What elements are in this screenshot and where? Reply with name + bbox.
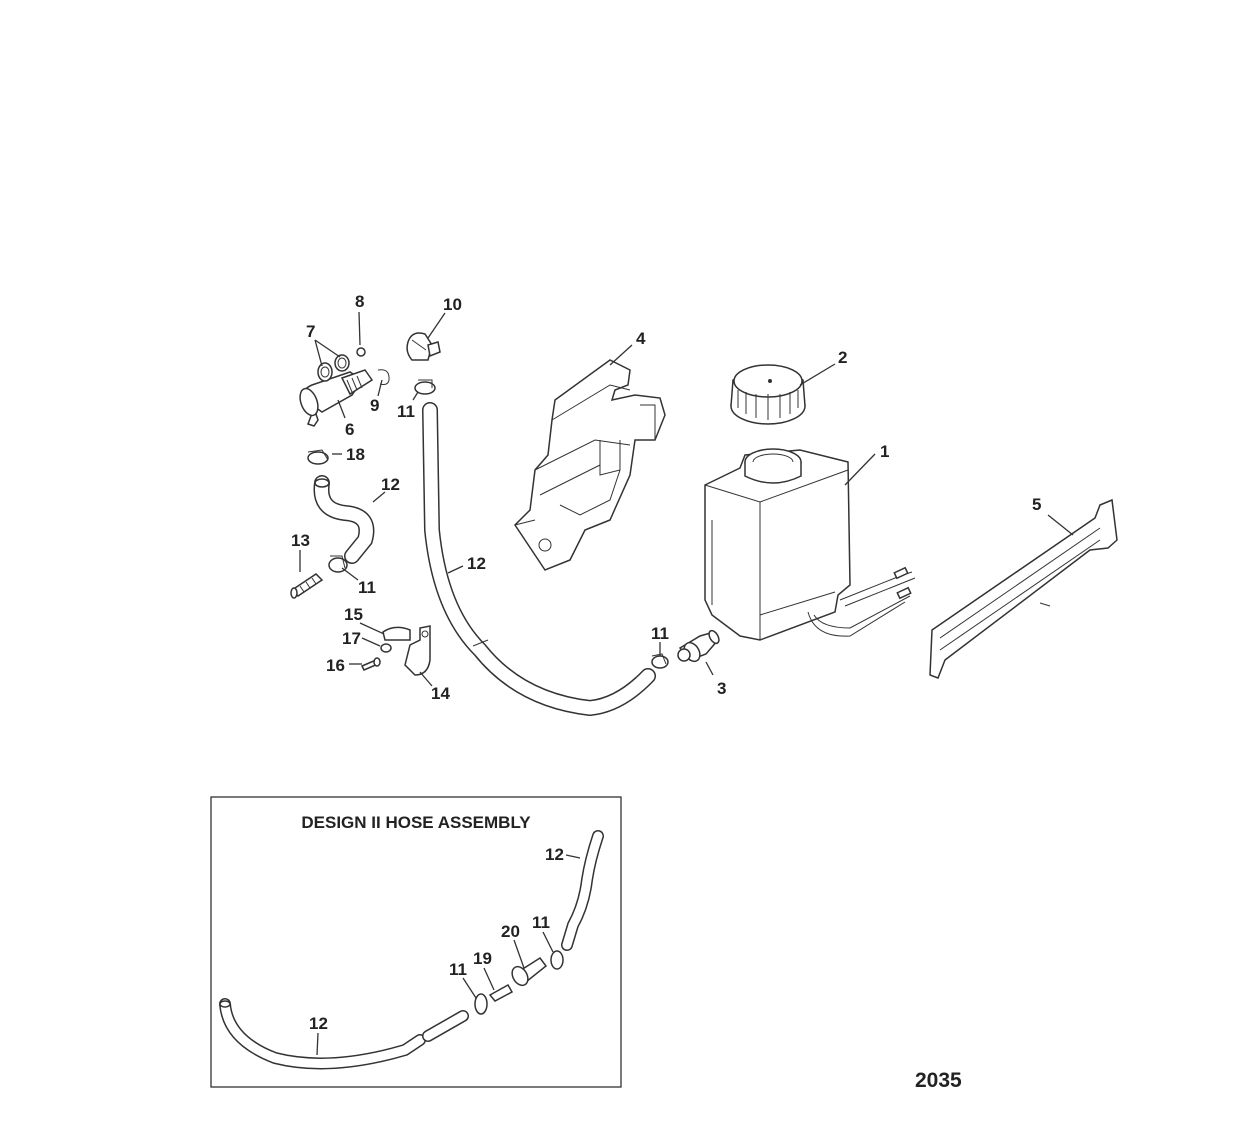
inset-callout-12-bottom: 12: [309, 1014, 328, 1033]
hose-clamp-right: [651, 653, 669, 669]
inset-callout-11-left: 11: [449, 960, 467, 979]
tank-strap: [929, 498, 1118, 679]
inset-callout-11-right: 11: [532, 913, 550, 932]
callout-1: 1: [880, 442, 889, 461]
elbow-fitting: [299, 369, 374, 427]
callout-12-short: 12: [381, 475, 400, 494]
callout-3: 3: [717, 679, 726, 698]
callout-9: 9: [370, 396, 379, 415]
callout-14: 14: [431, 684, 450, 703]
tank-cap: [730, 364, 806, 425]
o-rings: [317, 354, 350, 382]
oil-tank: [704, 448, 916, 641]
callout-15: 15: [344, 605, 363, 624]
callout-10: 10: [443, 295, 462, 314]
callout-5: 5: [1032, 495, 1041, 514]
callout-7: 7: [306, 322, 315, 341]
callout-12-long: 12: [467, 554, 486, 573]
callout-8: 8: [355, 292, 364, 311]
long-hose: [422, 402, 656, 717]
p-clip: [404, 625, 431, 676]
callout-16: 16: [326, 656, 345, 675]
clamp-18: [307, 449, 329, 465]
hose-clamp-top: [414, 379, 436, 395]
callout-18: 18: [346, 445, 365, 464]
callout-11-top: 11: [397, 402, 415, 421]
screw-16: [360, 657, 381, 671]
leader-lines: [299, 311, 1074, 687]
design-ii-inset: DESIGN II HOSE ASSEMBLY 12 11 20 19 11 1…: [210, 796, 622, 1088]
molded-hose-short: [313, 475, 375, 564]
callout-11-mid: 11: [358, 578, 376, 597]
inset-callout-12-top: 12: [545, 845, 564, 864]
callout-13: 13: [291, 531, 310, 550]
inset-callout-19: 19: [473, 949, 492, 968]
callout-17: 17: [342, 629, 361, 648]
tank-fitting: [677, 629, 720, 663]
callout-11-right: 11: [651, 624, 669, 643]
callout-6: 6: [345, 420, 354, 439]
tank-bracket: [514, 359, 666, 571]
washer-8: [356, 347, 366, 357]
inset-callout-20: 20: [501, 922, 520, 941]
clip-9: [377, 369, 390, 385]
elbow-10: [406, 332, 441, 361]
washer-17: [380, 643, 392, 653]
callout-2: 2: [838, 348, 847, 367]
clamp-15: [382, 626, 411, 641]
figure-number: 2035: [915, 1069, 962, 1092]
barb-fitting-13: [290, 573, 324, 599]
inset-title: DESIGN II HOSE ASSEMBLY: [301, 813, 531, 832]
callout-4: 4: [636, 329, 646, 348]
